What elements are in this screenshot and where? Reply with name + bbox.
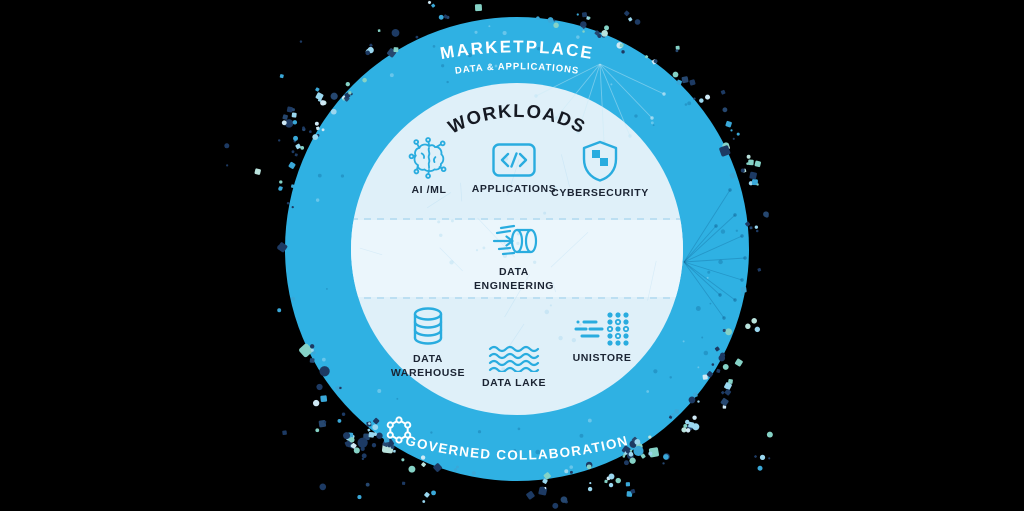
section-divider-bottom bbox=[351, 297, 683, 299]
workload-unistore: UNISTORE bbox=[537, 311, 667, 366]
workload-cybersecurity: CYBERSECURITY bbox=[535, 140, 665, 201]
workloads-area bbox=[351, 83, 683, 415]
workload-label: DATA WAREHOUSE bbox=[390, 353, 466, 379]
middle-band bbox=[351, 220, 683, 297]
dot-matrix-icon bbox=[574, 311, 630, 347]
workload-data-warehouse: DATA WAREHOUSE bbox=[363, 306, 493, 381]
workload-label: UNISTORE bbox=[572, 352, 632, 364]
workload-data-lake: DATA LAKE bbox=[449, 344, 579, 391]
workload-applications: APPLICATIONS bbox=[449, 142, 579, 197]
waves-icon bbox=[488, 344, 540, 372]
workload-label: CYBERSECURITY bbox=[551, 187, 649, 199]
code-window-icon bbox=[491, 142, 537, 178]
database-icon bbox=[408, 306, 448, 348]
pipeline-icon bbox=[488, 221, 540, 261]
brain-circuit-icon bbox=[408, 137, 450, 179]
workload-label: DATA ENGINEERING bbox=[473, 266, 555, 292]
workload-ai-ml: AI /ML bbox=[364, 137, 494, 198]
workload-label: APPLICATIONS bbox=[471, 183, 557, 195]
workload-data-engineering: DATA ENGINEERING bbox=[449, 221, 579, 294]
section-divider-top bbox=[351, 218, 683, 220]
workload-label: DATA LAKE bbox=[481, 377, 547, 389]
hexagon-network-icon bbox=[381, 412, 417, 453]
shield-icon bbox=[581, 140, 619, 182]
workload-label: AI /ML bbox=[411, 184, 447, 196]
